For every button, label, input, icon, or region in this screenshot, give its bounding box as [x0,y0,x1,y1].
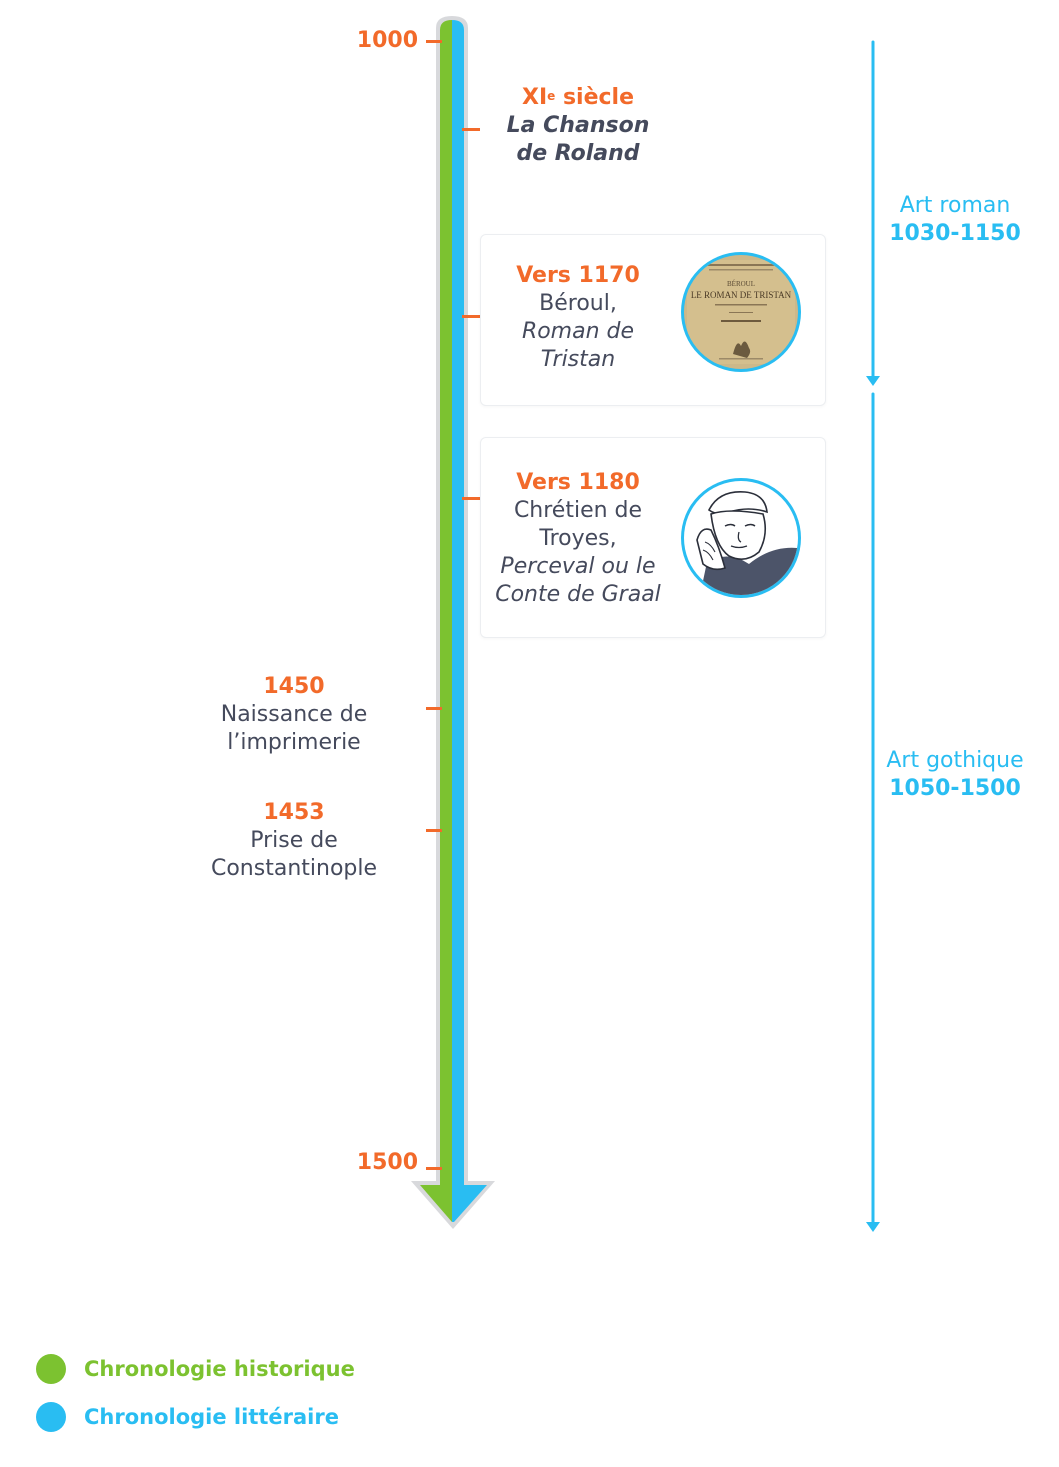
period-art-gothique: Art gothique 1050-1500 [855,747,1055,803]
tick-xi-siecle [462,128,480,131]
historic-timeline-bar [420,20,452,1222]
legend-historic-label: Chronologie historique [84,1357,355,1381]
period-art-roman: Art roman 1030-1150 [855,192,1055,248]
tick-1453 [426,829,442,832]
tick-1170 [462,315,480,318]
art-roman-arrow-head [866,376,880,386]
event-1180-author-line2: Troyes, [539,526,617,551]
event-xi-siecle-title-line1: La Chanson [506,113,650,138]
event-1450-line2: l’imprimerie [227,730,361,755]
event-1180-date: Vers 1180 [516,470,640,495]
tick-1000 [426,40,442,43]
period-art-gothique-range: 1050-1500 [889,776,1021,801]
literary-timeline-bar [452,20,487,1222]
event-1170-title-line1: Roman de [521,319,635,344]
tick-1180 [462,497,480,500]
event-1450: 1450 Naissance de l’imprimerie [194,673,394,757]
event-1453-line2: Constantinople [210,856,378,881]
event-1180-title-line2: Conte de Graal [495,582,661,607]
event-1453: 1453 Prise de Constantinople [184,799,404,883]
book-cover-subtitle: LE ROMAN DE TRISTAN [691,290,792,300]
period-art-roman-range: 1030-1150 [889,221,1021,246]
book-cover-icon: BÉROUL LE ROMAN DE TRISTAN [681,252,801,372]
axis-start-label: 1000 [356,28,418,53]
event-1170-date: Vers 1170 [516,263,640,288]
event-1180-author-line1: Chrétien de [513,498,643,523]
event-1450-line1: Naissance de [220,702,368,727]
legend-historic-dot [36,1354,66,1384]
event-1453-date: 1453 [263,800,325,825]
event-xi-siecle-date: XIe siècle [521,85,634,110]
art-gothique-arrow-head [866,1222,880,1232]
tick-1450 [426,707,442,710]
legend-literary-label: Chronologie littéraire [84,1405,339,1429]
legend-literary-dot [36,1402,66,1432]
event-xi-siecle: XIe siècle La Chanson de Roland [478,84,678,168]
tick-1500 [426,1167,442,1170]
event-1170-author: Béroul, [539,291,617,316]
event-1170-title-line2: Tristan [540,347,616,372]
portrait-icon [681,478,801,598]
event-xi-siecle-title-line2: de Roland [516,141,640,166]
legend-literary: Chronologie littéraire [36,1401,339,1433]
book-cover-title: BÉROUL [727,280,755,288]
event-1180: Vers 1180 Chrétien de Troyes, Perceval o… [468,469,688,609]
event-1453-line1: Prise de [250,828,338,853]
period-art-roman-name: Art roman [899,193,1011,218]
axis-end-label: 1500 [356,1150,418,1175]
event-1170: Vers 1170 Béroul, Roman de Tristan [478,262,678,374]
legend-historic: Chronologie historique [36,1353,355,1385]
event-1450-date: 1450 [263,674,325,699]
period-art-gothique-name: Art gothique [886,748,1024,773]
event-1180-title-line1: Perceval ou le [500,554,656,579]
